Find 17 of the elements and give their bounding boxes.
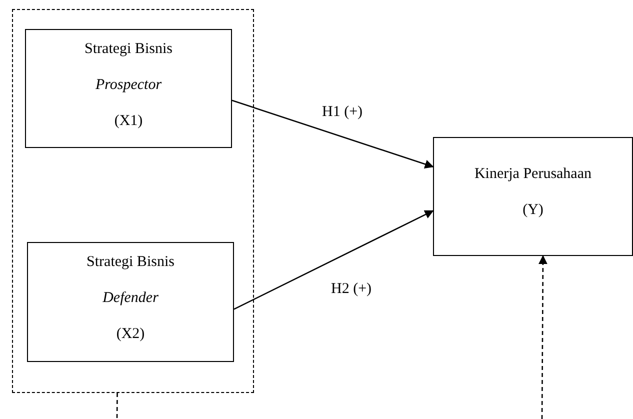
variable-box [433,137,633,256]
variable-code: (X2) [116,326,145,342]
variable-name: Kinerja Perusahaan [474,166,592,182]
variable-code: (Y) [522,202,544,218]
edge-label: H1 (+) [320,103,365,121]
strategy-type: Prospector [95,77,162,93]
edge-label: H2 (+) [329,280,374,298]
dashed-arrow [538,255,548,419]
variable-box [27,242,234,362]
variable-box [25,29,232,148]
variable-code: (X1) [114,113,143,129]
arrow [234,210,434,310]
arrow [232,100,434,168]
variable-name: Strategi Bisnis [86,254,174,270]
variable-name: Strategi Bisnis [84,41,172,57]
strategy-type: Defender [102,290,158,306]
dashed-group-box [12,9,254,393]
